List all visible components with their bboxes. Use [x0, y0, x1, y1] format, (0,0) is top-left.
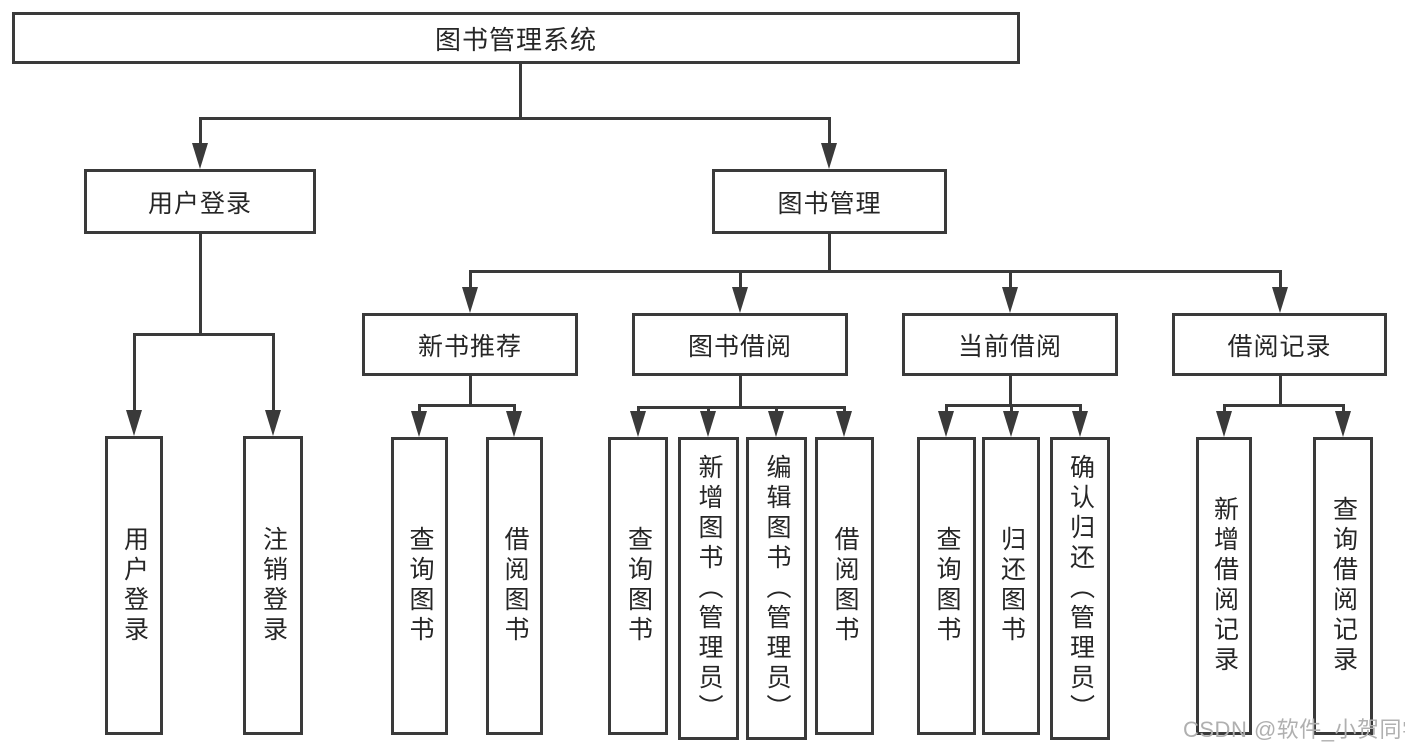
connector-line — [469, 376, 472, 407]
arrowhead-down-icon — [192, 143, 208, 169]
connector-line — [1009, 376, 1012, 407]
connector-line — [707, 406, 710, 413]
node-user-login: 用户登录 — [84, 169, 316, 234]
connector-line — [1342, 404, 1345, 413]
node-root: 图书管理系统 — [12, 12, 1020, 64]
connector-line — [418, 404, 516, 407]
leaf-logout: 注销登录 — [243, 436, 303, 735]
leaf-user-login: 用户登录 — [105, 436, 163, 735]
connector-line — [1223, 404, 1226, 413]
arrowhead-down-icon — [265, 410, 281, 436]
leaf-rec-query-book: 查询图书 — [391, 437, 448, 735]
node-book-management: 图书管理 — [712, 169, 947, 234]
node-current-borrow: 当前借阅 — [902, 313, 1118, 376]
connector-line — [199, 117, 831, 120]
leaf-bb-query-book: 查询图书 — [608, 437, 668, 735]
arrowhead-down-icon — [700, 411, 716, 437]
connector-line — [843, 406, 846, 413]
arrowhead-down-icon — [411, 411, 427, 437]
arrowhead-down-icon — [462, 287, 478, 313]
connector-line — [469, 270, 1282, 273]
arrowhead-down-icon — [630, 411, 646, 437]
connector-line — [1279, 270, 1282, 289]
connector-line — [469, 270, 472, 289]
connector-line — [739, 270, 742, 289]
arrowhead-down-icon — [1216, 411, 1232, 437]
connector-line — [1223, 404, 1345, 407]
leaf-bb-add-book-admin: 新增图书（管理员） — [678, 437, 739, 740]
connector-line — [828, 117, 831, 145]
leaf-cb-query-book: 查询图书 — [917, 437, 976, 735]
arrowhead-down-icon — [1072, 411, 1088, 437]
connector-line — [739, 376, 742, 409]
leaf-br-add-record: 新增借阅记录 — [1196, 437, 1252, 735]
connector-line — [272, 333, 275, 411]
connector-line — [637, 406, 640, 413]
connector-line — [1009, 270, 1012, 289]
connector-line — [775, 406, 778, 413]
connector-line — [828, 234, 831, 272]
arrowhead-down-icon — [836, 411, 852, 437]
node-new-book-recommend: 新书推荐 — [362, 313, 578, 376]
connector-line — [945, 404, 948, 413]
arrowhead-down-icon — [1003, 411, 1019, 437]
arrowhead-down-icon — [1272, 287, 1288, 313]
arrowhead-down-icon — [732, 287, 748, 313]
connector-line — [519, 64, 522, 120]
leaf-bb-edit-book-admin: 编辑图书（管理员） — [746, 437, 807, 740]
arrowhead-down-icon — [126, 410, 142, 436]
leaf-cb-return-book: 归还图书 — [982, 437, 1040, 735]
arrowhead-down-icon — [938, 411, 954, 437]
leaf-cb-confirm-return-admin: 确认归还（管理员） — [1050, 437, 1110, 740]
arrowhead-down-icon — [821, 143, 837, 169]
connector-line — [1079, 404, 1082, 413]
connector-line — [418, 404, 421, 413]
arrowhead-down-icon — [1335, 411, 1351, 437]
connector-line — [1010, 404, 1013, 413]
connector-line — [133, 333, 274, 336]
connector-line — [637, 406, 846, 409]
connector-line — [945, 404, 1082, 407]
leaf-br-query-record: 查询借阅记录 — [1313, 437, 1373, 735]
csdn-watermark: CSDN @软件_小贺同学 — [1183, 717, 1405, 742]
connector-line — [199, 117, 202, 145]
connector-line — [1279, 376, 1282, 407]
arrowhead-down-icon — [506, 411, 522, 437]
node-book-borrow: 图书借阅 — [632, 313, 848, 376]
arrowhead-down-icon — [768, 411, 784, 437]
node-borrow-record: 借阅记录 — [1172, 313, 1387, 376]
leaf-bb-borrow-book: 借阅图书 — [815, 437, 874, 735]
arrowhead-down-icon — [1002, 287, 1018, 313]
connector-line — [513, 404, 516, 413]
connector-line — [133, 333, 136, 411]
connector-line — [199, 234, 202, 335]
leaf-rec-borrow-book: 借阅图书 — [486, 437, 543, 735]
